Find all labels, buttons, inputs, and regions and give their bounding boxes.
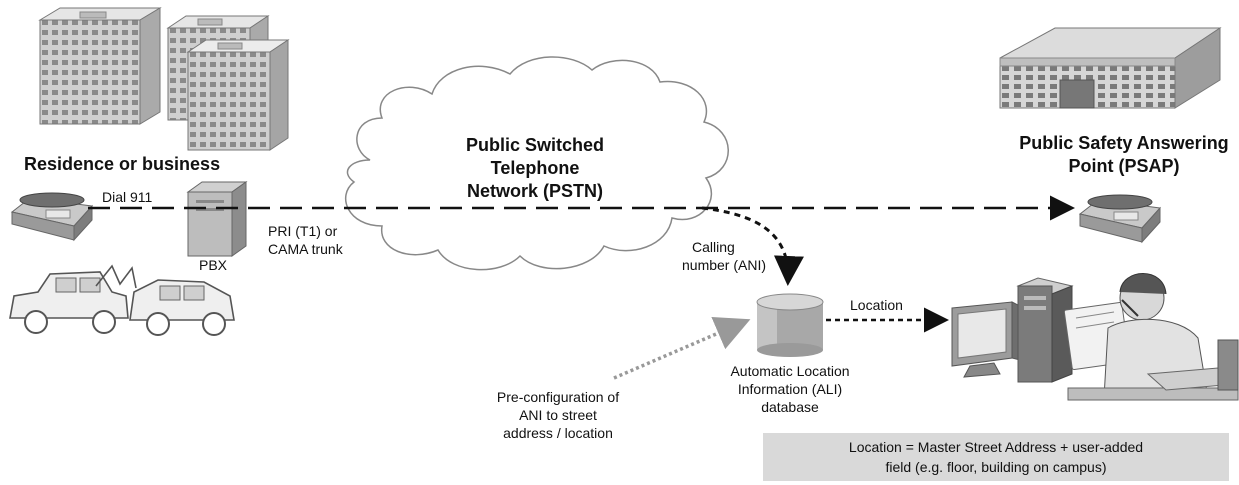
car-crash-icon xyxy=(9,264,235,336)
caller-phone-icon xyxy=(10,192,94,242)
computer-icon xyxy=(951,277,1074,383)
ani-query-arrow xyxy=(701,206,804,286)
pstn-label-line1: Public Switched xyxy=(465,135,605,155)
pstn-label-line3: Network (PSTN) xyxy=(466,181,603,201)
note-line2: field (e.g. floor, building on campus) xyxy=(885,459,1107,475)
trunk-label: PRI (T1) or CAMA trunk xyxy=(268,222,343,258)
location-definition-note: Location = Master Street Address + user-… xyxy=(763,433,1229,481)
pbx-icon xyxy=(186,181,248,257)
pstn-label: Public Switched Telephone Network (PSTN) xyxy=(420,134,650,203)
psap-building-icon xyxy=(999,27,1222,109)
calling-number-label: Calling number (ANI) xyxy=(682,238,766,274)
ali-label-line3: database xyxy=(761,399,819,415)
ali-label-line1: Automatic Location xyxy=(730,363,850,379)
trunk-label-line2: CAMA trunk xyxy=(268,241,343,257)
calling-number-line2: number (ANI) xyxy=(682,257,767,273)
preconfig-line3: address / location xyxy=(503,425,613,441)
office-buildings-icon xyxy=(38,7,290,151)
dial-911-label: Dial 911 xyxy=(102,189,153,205)
pstn-label-line2: Telephone xyxy=(490,158,580,178)
psap-operator-icon xyxy=(1063,273,1239,401)
location-label: Location xyxy=(850,297,903,313)
preconfig-line1: Pre-configuration of xyxy=(496,389,620,405)
calling-number-line1: Calling xyxy=(692,239,735,255)
pstn-cloud-icon xyxy=(344,56,729,271)
ali-label-line2: Information (ALI) xyxy=(737,381,843,397)
preconfig-line2: ANI to street xyxy=(519,407,597,423)
ali-database-icon xyxy=(756,293,824,357)
psap-phone-icon xyxy=(1078,194,1162,244)
ali-label: Automatic Location Information (ALI) dat… xyxy=(700,362,880,416)
note-line1: Location = Master Street Address + user-… xyxy=(848,439,1144,455)
psap-title: Public Safety Answering Point (PSAP) xyxy=(1010,132,1238,178)
pbx-label: PBX xyxy=(199,257,228,273)
psap-title-line1: Public Safety Answering xyxy=(1019,133,1229,153)
preconfig-label: Pre-configuration of ANI to street addre… xyxy=(460,388,656,442)
psap-title-line2: Point (PSAP) xyxy=(1068,156,1180,176)
residence-title: Residence or business xyxy=(24,154,221,174)
trunk-label-line1: PRI (T1) or xyxy=(268,223,338,239)
